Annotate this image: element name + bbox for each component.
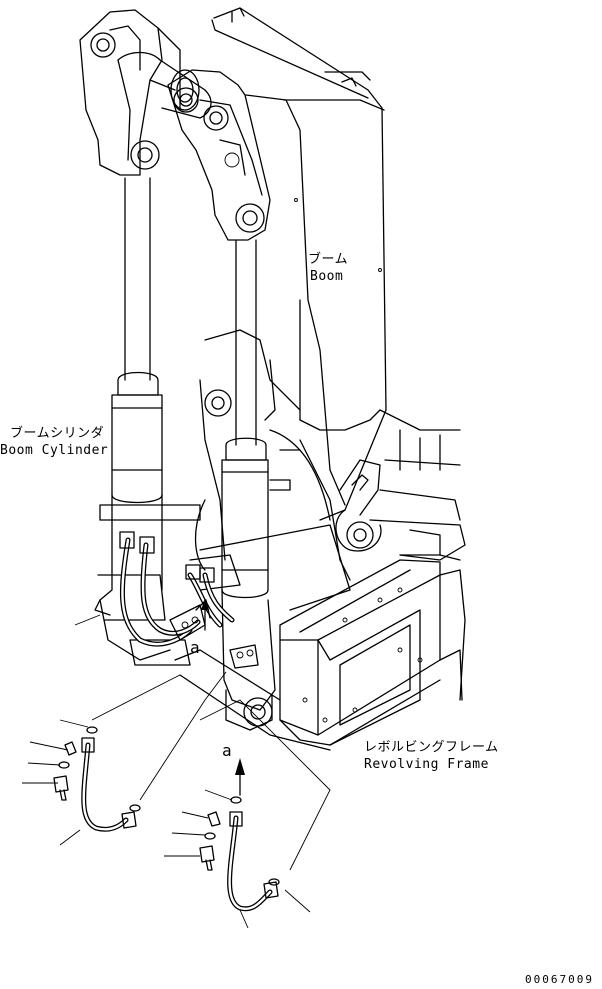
boom-cylinder-mount-structure bbox=[189, 329, 351, 611]
boom-cylinder-label-jp: ブームシリンダ bbox=[10, 426, 105, 441]
left-boom-cylinder bbox=[97, 177, 201, 666]
boom-cylinder-label-en: Boom Cylinder bbox=[0, 443, 109, 458]
right-boom-foot-bracket bbox=[167, 69, 271, 241]
left-boom-foot-bracket bbox=[79, 9, 181, 176]
boom-label-jp: ブーム bbox=[308, 252, 349, 267]
leader-lines bbox=[22, 614, 331, 929]
revolving-frame-label-jp: レボルビングフレーム bbox=[364, 740, 499, 755]
document-number: 00067009 bbox=[525, 973, 594, 986]
boom-cylinder-hoses bbox=[94, 531, 259, 669]
view-mark-a-detail: a bbox=[222, 741, 233, 760]
boom-foot bbox=[335, 409, 466, 561]
right-detail-parts bbox=[199, 796, 280, 912]
right-boom-cylinder bbox=[221, 239, 276, 731]
view-arrow-a bbox=[235, 758, 245, 796]
boom-label-en: Boom bbox=[310, 269, 344, 284]
revolving-frame-label-en: Revolving Frame bbox=[364, 757, 489, 772]
left-detail-parts bbox=[53, 726, 141, 832]
revolving-frame bbox=[174, 554, 466, 751]
view-mark-a-machine: a bbox=[190, 638, 201, 657]
view-arrow-on-machine bbox=[201, 598, 209, 631]
